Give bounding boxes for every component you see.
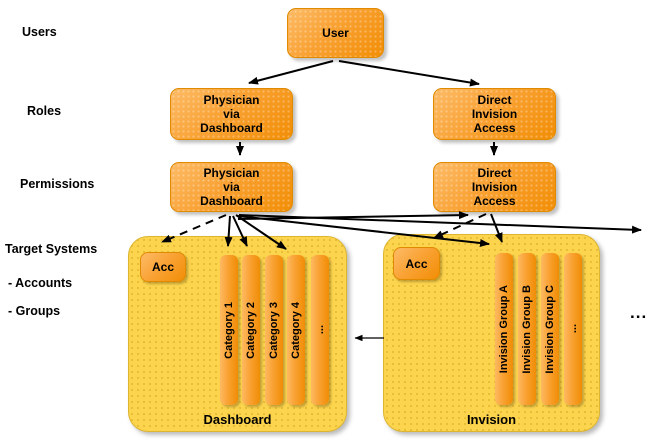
arrow-user-to-role-direct [338,60,480,87]
role-box-direct-invision-access: Direct Invision Access [433,88,556,140]
category-bar-1: Category 1 [220,255,238,405]
role-box-physician-via-dashboard: Physician via Dashboard [170,88,293,140]
category-bar-more-label: ... [314,325,326,335]
category-bar-4-label: Category 4 [290,301,302,359]
category-bar-more: ... [311,255,329,405]
invision-group-bar-b: Invision Group B [518,253,536,405]
category-bar-1-label: Category 1 [223,301,235,359]
category-bar-2: Category 2 [242,255,260,405]
arrow-physician-to-direct-invision-permission [237,211,469,220]
category-bar-3-label: Category 3 [268,301,280,359]
row-label-accounts: - Accounts [8,276,73,290]
invision-group-bar-more-label: ... [567,324,579,334]
invision-group-bar-a-label: Invision Group A [498,284,510,374]
row-label-target-systems: Target Systems [5,242,98,256]
row-label-groups: - Groups [8,304,61,318]
dashboard-panel-title: Dashboard [203,412,272,427]
user-box: User [287,8,384,58]
permission-box-direct-invision-access: Direct Invision Access [433,162,556,212]
row-label-roles: Roles [27,104,62,118]
category-bar-4: Category 4 [287,255,305,405]
dashboard-acc-box: Acc [140,252,186,282]
invision-group-bar-c-label: Invision Group C [544,284,556,374]
invision-panel-title: Invision [466,412,517,427]
invision-group-bar-a: Invision Group A [495,253,513,405]
row-label-permissions: Permissions [20,177,95,191]
more-systems-ellipsis: ... [630,303,648,322]
invision-group-bar-more: ... [564,253,582,405]
row-label-users: Users [22,25,57,39]
invision-panel [383,234,600,432]
permission-box-physician-via-dashboard: Physician via Dashboard [170,162,293,212]
invision-acc-box: Acc [393,247,440,280]
arrow-user-to-role-physician [248,60,334,85]
arrow-physician-to-more-systems [238,214,642,234]
category-bar-2-label: Category 2 [245,301,257,359]
invision-group-bar-c: Invision Group C [541,253,559,405]
invision-group-bar-b-label: Invision Group B [521,284,533,374]
category-bar-3: Category 3 [265,255,283,405]
